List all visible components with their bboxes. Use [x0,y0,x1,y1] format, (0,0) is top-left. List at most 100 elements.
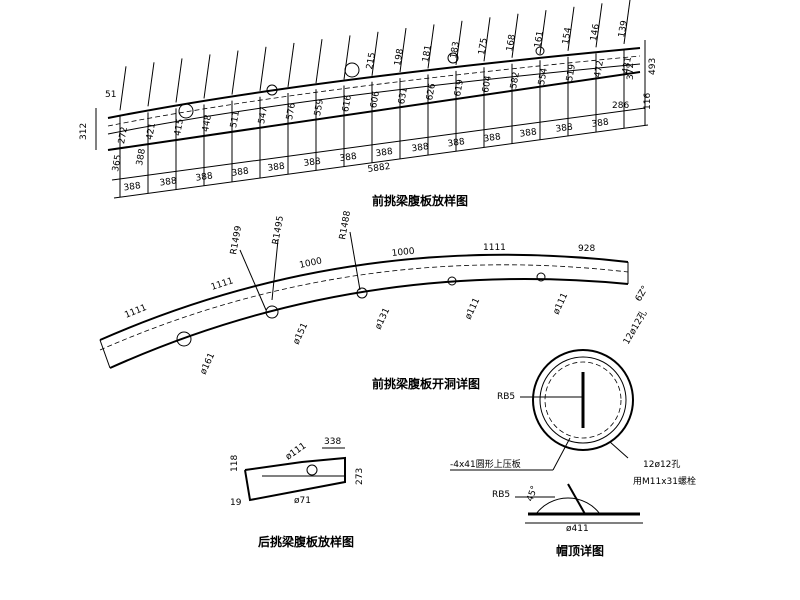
vertical-dim: 431 [621,56,634,75]
top-tick [623,0,631,44]
spacing-dim: 388 [123,181,142,193]
front-web-inner-edge [107,63,641,135]
right-dim-116: 116 [643,93,653,110]
cap-bolt-circle [544,361,622,439]
rear-dim: 118 [230,455,240,472]
front-web-base-line [111,107,646,181]
hole-label: ø111 [552,291,571,316]
rear-dim: ø111 [284,441,308,462]
front-web-dim-line [113,124,649,199]
top-dim: 146 [589,23,602,42]
top-tick [455,20,463,65]
vertical-dim: 604 [481,75,494,94]
rear-dim: 338 [324,437,341,447]
left-dim-312: 312 [79,123,89,140]
cap-label-angle: 45° [525,485,540,503]
rear-dim: 19 [230,498,242,508]
spacing-dim: 388 [231,166,250,178]
cap-label-holes: 12ø12孔 [643,459,680,470]
spacing-dim: 388 [591,118,610,130]
title-cap: 帽顶详图 [556,543,604,558]
spacing-dim: 388 [483,132,502,144]
hole-circle [356,287,368,299]
spacing-dim: 388 [159,176,178,188]
front-web-bolt-line [107,55,641,127]
holes-center-line [99,264,629,351]
rear-web-outline [244,456,346,502]
hole-label: ø111 [464,296,483,321]
spacing-dim: 388 [411,142,430,154]
radius-R1495: R1495 [271,215,286,245]
angle-label: 6Z° [634,284,651,303]
vertical-dim: 421 [145,122,158,141]
top-tick [119,66,127,111]
rear-hole [306,464,318,476]
top-tick [203,54,211,99]
top-tick [511,13,519,58]
spacing-dim: 388 [555,122,574,134]
vertical-dim: 626 [425,82,438,101]
top-tick [259,46,267,91]
top-tick [371,31,379,76]
segment-dim: 1111 [483,243,506,253]
vertical-dim: 616 [341,94,354,113]
top-tick [427,24,435,69]
cap-label-dia: ø411 [566,524,589,534]
top-dim: 154 [561,26,574,45]
vertical-dim: 559 [313,98,326,117]
rear-dim: ø71 [294,496,311,506]
hole-circle [265,305,279,319]
bottom-offset-dim: 365 [111,154,124,173]
vertical-dim: 519 [565,63,578,82]
top-tick [595,3,603,48]
hole-label: ø161 [199,351,218,376]
top-dim: 168 [505,33,518,52]
bolt-circle [344,62,360,78]
cap-label-top-holes: 12ø12孔 [621,309,649,347]
vertical-dim: 582 [509,71,522,90]
radius-leader [271,239,279,301]
rear-dim: 273 [355,468,365,485]
spacing-dim: 388 [303,157,322,169]
segment-dim: 1000 [299,256,324,271]
vertical-dim: 272 [117,126,130,145]
cap-leader [609,441,629,459]
spacing-dim: 388 [519,127,538,139]
top-tick [315,39,323,84]
hole-label: ø151 [292,321,311,346]
top-dim: 215 [365,52,378,71]
front-web-top-edge [107,47,641,119]
segment-dim: 928 [578,244,595,254]
holes-left-end [99,339,111,369]
cap-label-rb5: RB5 [497,392,515,402]
top-dim-51: 51 [105,90,116,100]
spacing-dim: 388 [339,152,358,164]
spacing-dim: 388 [375,147,394,159]
top-tick [287,42,295,88]
cap-outer-circle [532,349,634,451]
vertical-dim: 511 [229,110,242,129]
cap-inner-circle [539,356,627,444]
right-dim-493: 493 [648,58,658,75]
top-dim: 139 [617,20,630,39]
right-dim-286: 286 [612,101,629,111]
top-tick [343,35,351,80]
bolt-circle [535,46,545,56]
top-tick [175,58,183,103]
cap-label-rb5-section: RB5 [492,490,510,500]
spacing-dim: 388 [195,171,214,183]
vertical-dim: 576 [285,102,298,121]
top-dim: 183 [449,41,462,60]
cap-detail: RB5 -4x41圆形上压板 12ø12孔 用M11x31螺栓 12ø12孔 R… [450,309,696,558]
vertical-dim: 554 [537,67,550,86]
cap-section-rib [567,483,586,515]
radius-leader [349,231,361,291]
title-front-holes: 前挑梁腹板开洞详图 [372,376,480,391]
cap-label-bolts: 用M11x31螺栓 [633,475,696,487]
front-holes-detail: R1499 R1495 R1488 1111 1111 1000 1000 11… [99,210,651,391]
top-dim: 161 [533,30,546,49]
top-dim: 198 [393,48,406,67]
holes-bottom-edge [109,278,629,369]
